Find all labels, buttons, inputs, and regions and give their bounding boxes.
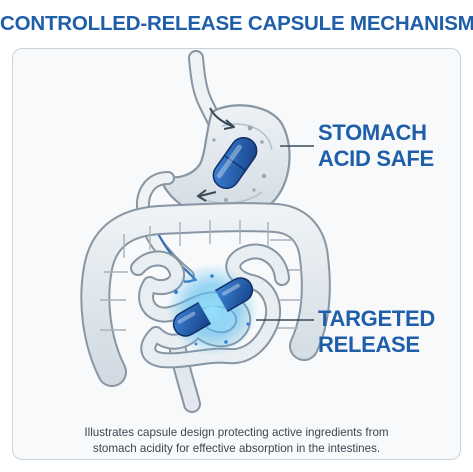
diagram-caption: Illustrates capsule design protecting ac…	[18, 425, 455, 457]
release-label-line1: TARGETED	[318, 306, 435, 332]
stomach-label-line2: ACID SAFE	[318, 146, 434, 172]
stomach-acid-safe-label: STOMACH ACID SAFE	[318, 120, 434, 172]
release-label-line2: RELEASE	[318, 332, 435, 358]
caption-line2: stomach acidity for effective absorption…	[18, 441, 455, 457]
caption-line1: Illustrates capsule design protecting ac…	[18, 425, 455, 441]
stomach-label-line1: STOMACH	[318, 120, 434, 146]
targeted-release-label: TARGETED RELEASE	[318, 306, 435, 358]
